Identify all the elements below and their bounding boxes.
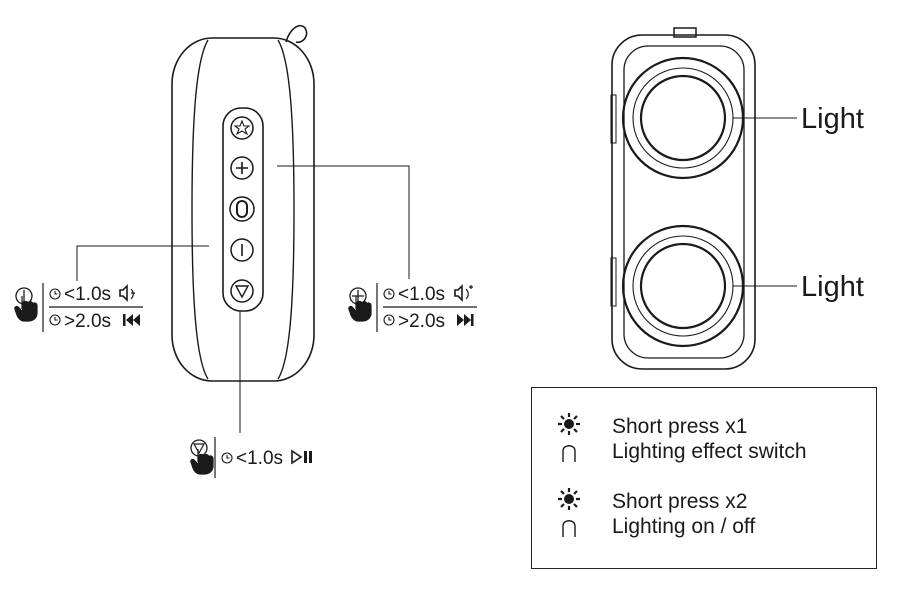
clock-icon <box>49 288 61 300</box>
legend-box: Short press x1 Lighting effect switch Sh… <box>531 387 877 569</box>
volume-up-long-time: >2.0s <box>398 311 445 332</box>
callout-volume-up: <1.0s >2.0s <box>348 283 477 332</box>
volume-up-button[interactable] <box>230 156 254 180</box>
legend-row-2-line1: Short press x2 <box>612 490 748 513</box>
hand-press-icon <box>190 448 214 475</box>
speaker-left-edge <box>191 39 209 380</box>
legend-row-1: Short press x1 Lighting effect switch <box>532 388 876 463</box>
power-button[interactable] <box>229 196 255 222</box>
light-icon <box>558 488 580 510</box>
legend-row-1-line1: Short press x1 <box>612 415 748 438</box>
light-ring-bottom <box>621 224 745 348</box>
rear-body-inner <box>623 45 745 359</box>
rear-body-outer <box>611 34 756 370</box>
clock-icon <box>49 314 61 326</box>
volume-down-long-time: >2.0s <box>64 311 111 332</box>
speaker-icon <box>119 285 135 301</box>
light-icon <box>558 413 580 435</box>
hand-press-icon <box>348 295 372 322</box>
lanyard-loop <box>285 24 308 44</box>
power-icon <box>236 200 248 218</box>
callout-play: <1.0s <box>190 437 312 478</box>
light-label-bottom: Light <box>801 271 864 303</box>
speaker-body <box>171 37 315 382</box>
light-ring-top <box>621 56 745 180</box>
play-triangle-icon <box>234 285 250 299</box>
leader-volume-up <box>277 165 410 279</box>
legend-row-2: Short press x2 Lighting on / off <box>532 463 876 538</box>
speaker-icon <box>454 285 473 301</box>
play-short-time: <1.0s <box>236 448 283 469</box>
speaker-rear-view <box>610 27 756 370</box>
play-button[interactable] <box>230 279 254 303</box>
speaker-right-edge <box>277 39 295 380</box>
hand-press-icon <box>14 295 38 322</box>
sun-finger-icon <box>558 488 580 537</box>
volume-down-button[interactable] <box>230 238 254 262</box>
clock-icon <box>383 314 395 326</box>
volume-down-short-time: <1.0s <box>64 284 111 305</box>
next-icon <box>457 314 474 326</box>
play-pause-icon <box>291 449 312 465</box>
plus-icon <box>236 162 248 174</box>
volume-up-short-time: <1.0s <box>398 284 445 305</box>
prev-icon <box>123 314 140 326</box>
light-label-top: Light <box>801 103 864 135</box>
control-strip <box>222 107 264 312</box>
play-symbol <box>190 439 208 457</box>
light-button[interactable] <box>230 116 254 140</box>
top-tab <box>673 27 697 38</box>
finger-icon <box>562 445 576 462</box>
finger-icon <box>562 520 576 537</box>
clock-icon <box>383 288 395 300</box>
callout-volume-down: <1.0s >2.0s <box>14 283 143 332</box>
sun-finger-icon <box>558 413 580 462</box>
legend-row-2-line2: Lighting on / off <box>612 515 756 538</box>
clock-icon <box>221 452 233 464</box>
light-icon <box>233 119 251 136</box>
legend-row-1-line2: Lighting effect switch <box>612 440 807 463</box>
leader-volume-down <box>76 245 209 281</box>
speaker-front-view <box>171 24 315 382</box>
